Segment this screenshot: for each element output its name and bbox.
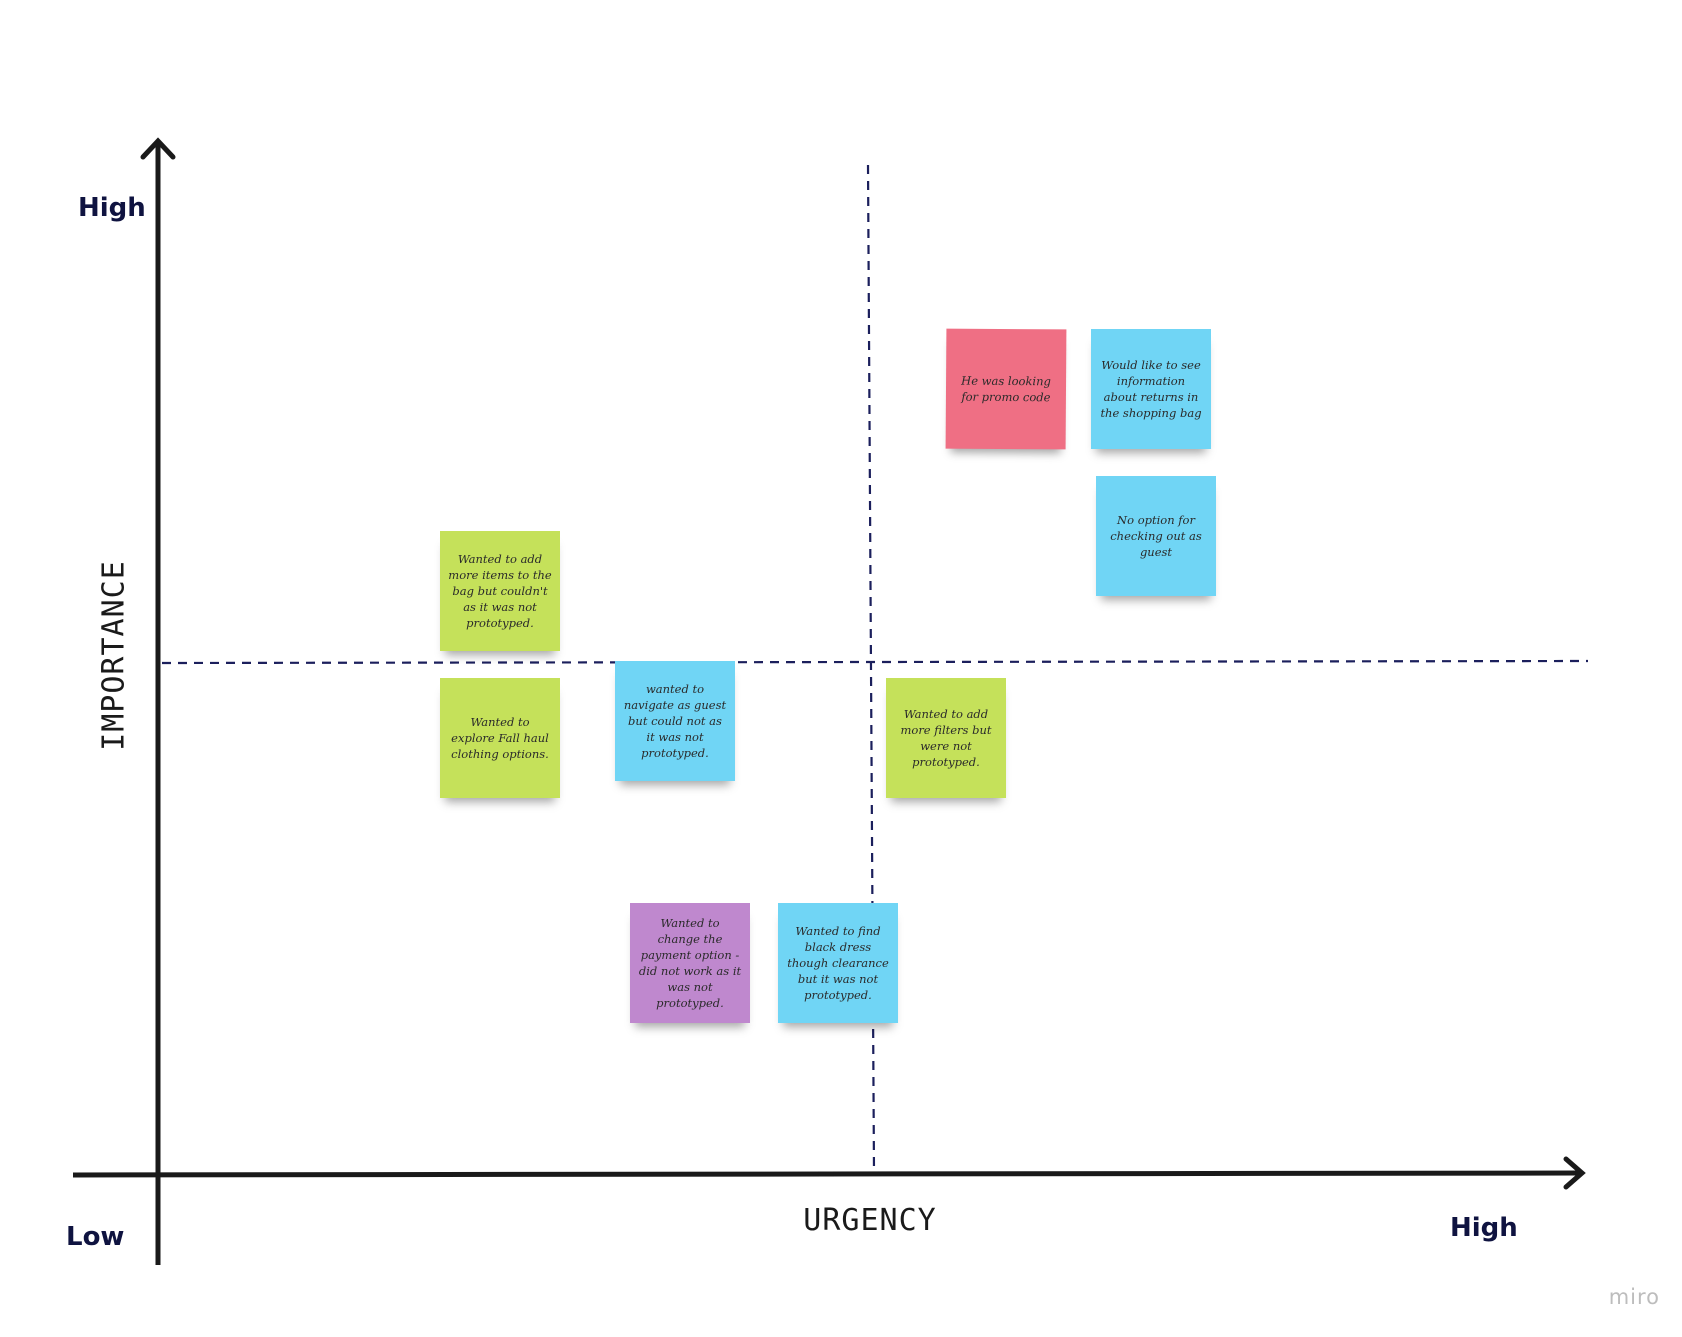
miro-logo: miro [1608, 1285, 1660, 1309]
sticky-note[interactable]: Wanted to explore Fall haul clothing opt… [440, 678, 560, 798]
y-axis-title: IMPORTANCE [96, 560, 132, 751]
x-axis-high-label: High [1450, 1213, 1518, 1243]
sticky-note[interactable]: Wanted to change the payment option -did… [630, 903, 750, 1023]
horizontal-divider [161, 659, 1589, 665]
sticky-note[interactable]: Wanted to add more items to the bag but … [440, 531, 560, 651]
sticky-note[interactable]: Would like to see information about retu… [1091, 329, 1211, 449]
x-axis-title: URGENCY [803, 1203, 937, 1238]
sticky-note[interactable]: Wanted to add more filters but were not … [886, 678, 1006, 798]
origin-low-label: Low [66, 1222, 125, 1252]
sticky-note[interactable]: No option for checking out as guest [1096, 476, 1216, 596]
sticky-note[interactable]: Wanted to find black dress though cleara… [778, 903, 898, 1023]
y-axis-arrowhead [140, 137, 176, 160]
sticky-note[interactable]: wanted to navigate as guest but could no… [615, 661, 735, 781]
sticky-note[interactable]: He was looking for promo code [945, 328, 1067, 450]
x-axis-arrowhead [1563, 1156, 1586, 1190]
x-axis [72, 1170, 1581, 1178]
y-axis-high-label: High [78, 193, 146, 223]
